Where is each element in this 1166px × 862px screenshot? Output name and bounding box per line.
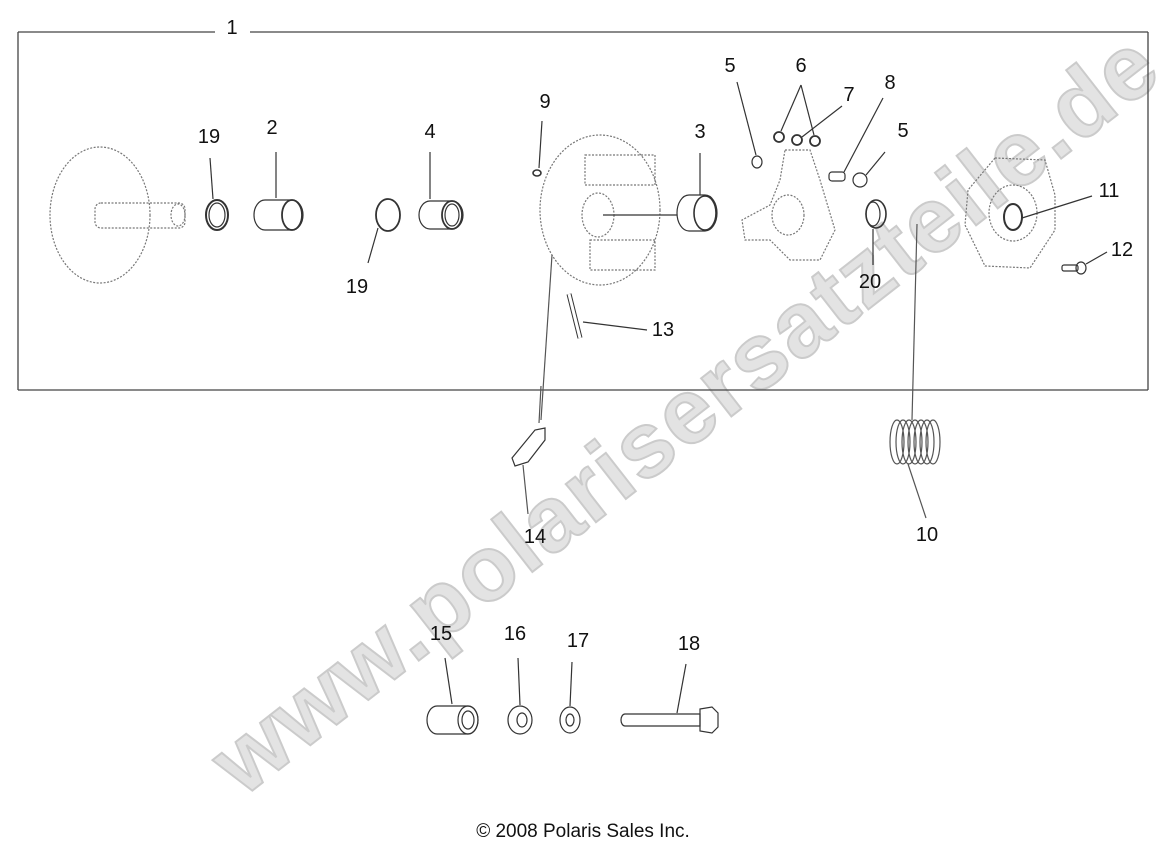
callout-3: 3 <box>694 121 706 143</box>
nut-icon <box>773 84 821 147</box>
roller-icon <box>736 81 763 169</box>
copyright-notice: © 2008 Polaris Sales Inc. <box>476 821 690 842</box>
callout-20: 20 <box>858 271 882 293</box>
callout-4: 4 <box>424 121 436 143</box>
washer-17-icon <box>559 661 581 734</box>
bolt-18-icon <box>620 663 719 734</box>
spacer-icon <box>426 657 479 735</box>
callout-5: 5 <box>897 120 909 142</box>
bushing-20-icon <box>865 199 887 265</box>
callout-19: 19 <box>197 126 221 148</box>
bolt-12-icon <box>1061 251 1108 275</box>
frame-leader <box>540 254 553 421</box>
spring-icon <box>889 419 941 519</box>
spider-icon <box>741 149 836 261</box>
cover-seal-icon <box>1003 195 1093 231</box>
callout-1: 1 <box>218 18 246 38</box>
set-screw-icon <box>532 120 543 177</box>
callout-13: 13 <box>651 319 675 341</box>
pin-13-icon <box>566 293 648 339</box>
o-ring-icon <box>367 198 401 264</box>
callout-8: 8 <box>884 72 896 94</box>
washer-16-icon <box>507 657 533 735</box>
callout-19: 19 <box>345 276 369 298</box>
moveable-sheave-icon <box>539 134 661 286</box>
callout-9: 9 <box>539 91 551 113</box>
callout-12: 12 <box>1110 239 1134 261</box>
roller-icon <box>852 151 886 188</box>
pin-8-icon <box>828 97 884 182</box>
callout-11: 11 <box>1098 180 1120 202</box>
bushing-3-icon <box>603 153 718 232</box>
spring-leader <box>911 223 918 421</box>
assembly-frame <box>17 31 1149 391</box>
callout-17: 17 <box>566 630 590 652</box>
callout-10: 10 <box>915 524 939 546</box>
callout-5: 5 <box>724 55 736 77</box>
cover-icon <box>964 157 1056 269</box>
weight-icon <box>511 385 546 515</box>
callout-2: 2 <box>266 117 278 139</box>
callout-6: 6 <box>795 55 807 77</box>
bushing-4-icon <box>418 152 464 230</box>
callout-16: 16 <box>503 623 527 645</box>
sheave-shaft-icon <box>49 146 186 284</box>
callout-7: 7 <box>843 84 855 106</box>
bushing-2-icon <box>253 152 304 231</box>
callout-14: 14 <box>523 526 547 548</box>
o-ring-icon <box>205 157 229 231</box>
callout-15: 15 <box>429 623 453 645</box>
callout-18: 18 <box>677 633 701 655</box>
washer-7-icon <box>791 105 843 146</box>
